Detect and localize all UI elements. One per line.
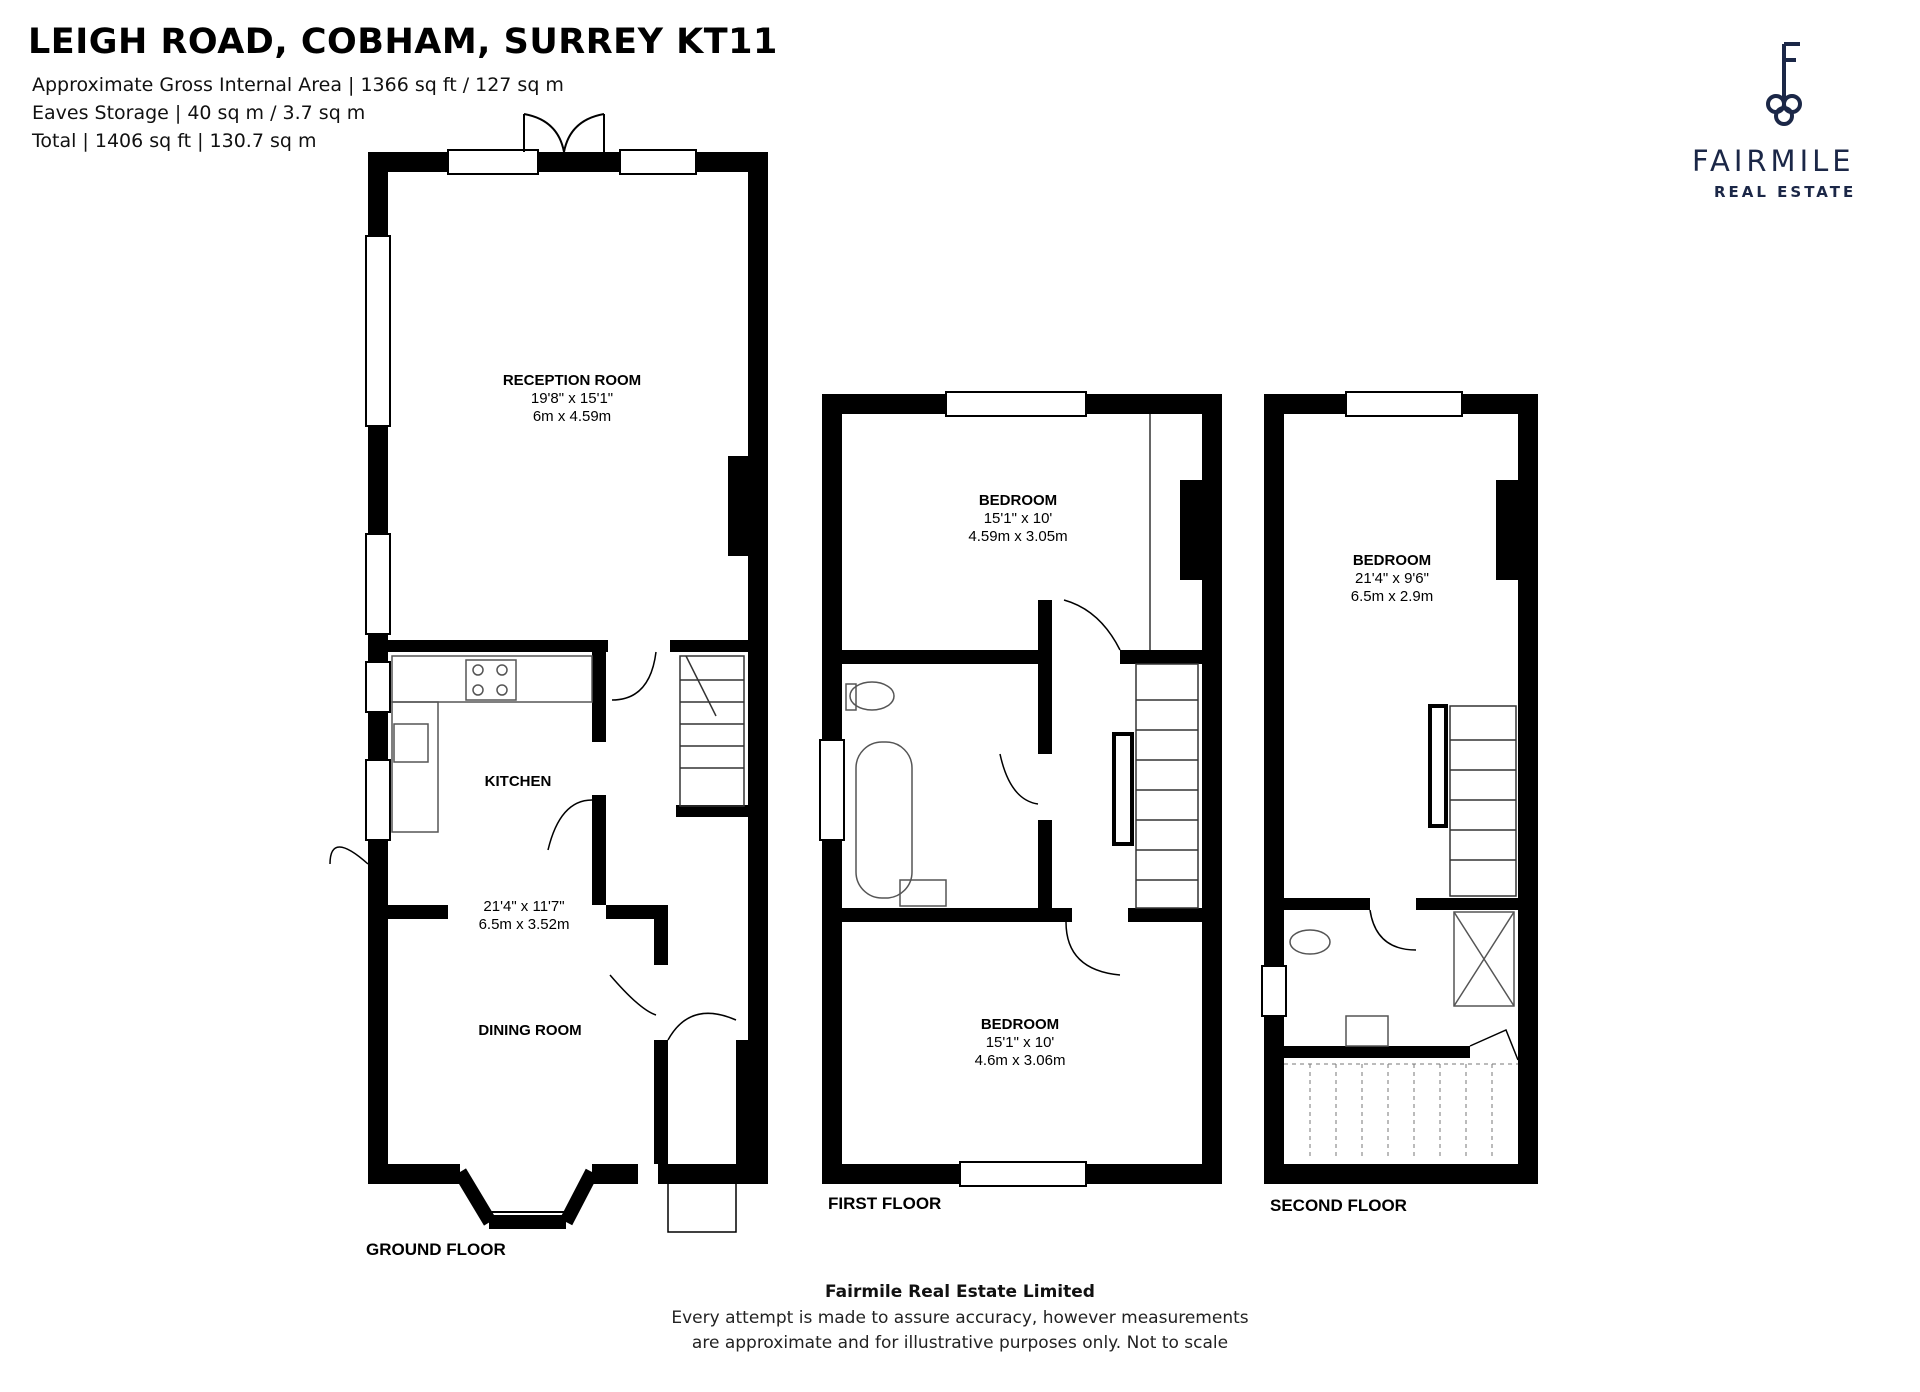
kitchen-label: KITCHEN (485, 773, 552, 791)
dining-room-label: DINING ROOM (478, 1022, 581, 1040)
reception-french-doors (523, 113, 605, 153)
second-bedroom-name: BEDROOM (1352, 552, 1432, 569)
reception-room-imperial: 19'8" x 15'1" (530, 390, 614, 407)
kitchen-dining-dimensions: 21'4" x 11'7" 6.5m x 3.52m (479, 898, 570, 934)
bay-window (453, 1168, 599, 1229)
kitchen-name: KITCHEN (484, 773, 552, 790)
eaves-storage-hatching (1284, 1063, 1518, 1160)
reception-room-label: RECEPTION ROOM 19'8" x 15'1" 6m x 4.59m (503, 372, 641, 426)
eaves-storage-line: Eaves Storage | 40 sq m / 3.7 sq m (32, 102, 366, 124)
footer-disclaimer-line-2: are approximate and for illustrative pur… (691, 1333, 1229, 1353)
second-floor-stairs (1428, 704, 1517, 897)
first-floor-door-swings (999, 599, 1121, 976)
first-floor-plan (819, 391, 1222, 1187)
reception-room-metric: 6m x 4.59m (532, 408, 612, 425)
first-floor-bathroom-fixtures (845, 681, 947, 907)
second-floor-label: SECOND FLOOR (1270, 1196, 1407, 1215)
kitchen-dining-metric: 6.5m x 3.52m (478, 916, 570, 933)
first-bedroom-rear-label: BEDROOM 15'1" x 10' 4.6m x 3.06m (975, 1016, 1066, 1070)
second-floor-door-swings (1369, 909, 1519, 1061)
second-floor-plan (1261, 391, 1538, 1184)
footer-disclaimer-line-1: Every attempt is made to assure accuracy… (671, 1308, 1249, 1328)
first-bedroom-rear-imperial: 15'1" x 10' (985, 1034, 1055, 1051)
second-bedroom-label: BEDROOM 21'4" x 9'6" 6.5m x 2.9m (1351, 552, 1434, 606)
second-floor-shower-room (1289, 911, 1515, 1047)
first-bedroom-rear-metric: 4.6m x 3.06m (974, 1052, 1066, 1069)
ground-floor-windows (365, 149, 697, 1229)
property-title: LEIGH ROAD, COBHAM, SURREY KT11 (28, 22, 778, 62)
brand-name: FAIRMILE (1692, 144, 1855, 178)
first-bedroom-front-label: BEDROOM 15'1" x 10' 4.59m x 3.05m (968, 492, 1067, 546)
brand-subtitle: REAL ESTATE (1714, 183, 1857, 201)
kitchen-fixtures (391, 655, 593, 833)
first-bedroom-front-name: BEDROOM (978, 492, 1058, 509)
ground-floor-walls (368, 152, 768, 1184)
footer-company: Fairmile Real Estate Limited (825, 1282, 1095, 1302)
first-floor-label: FIRST FLOOR (828, 1194, 942, 1213)
reception-room-name: RECEPTION ROOM (502, 372, 642, 389)
ground-floor-plan (329, 113, 768, 1233)
second-bedroom-imperial: 21'4" x 9'6" (1355, 570, 1429, 587)
first-floor-windows (819, 391, 1087, 1187)
dining-room-name: DINING ROOM (478, 1022, 582, 1039)
key-icon (1766, 42, 1802, 126)
ground-floor-label: GROUND FLOOR (366, 1240, 506, 1259)
ground-stairs (679, 655, 745, 807)
first-bedroom-front-imperial: 15'1" x 10' (983, 510, 1053, 527)
first-bedroom-front-metric: 4.59m x 3.05m (968, 528, 1068, 545)
second-floor-chimney (1496, 480, 1518, 580)
first-bedroom-rear-name: BEDROOM (980, 1016, 1060, 1033)
chimney-breast (728, 456, 748, 556)
second-bedroom-metric: 6.5m x 2.9m (1350, 588, 1434, 605)
total-area-line: Total | 1406 sq ft | 130.7 sq m (32, 130, 317, 152)
first-floor-chimney (1180, 480, 1202, 580)
ground-door-swings (329, 651, 737, 1233)
kitchen-dining-imperial: 21'4" x 11'7" (483, 898, 565, 915)
first-floor-stairs (1112, 663, 1199, 909)
gross-area-line: Approximate Gross Internal Area | 1366 s… (32, 74, 564, 96)
second-floor-windows (1261, 391, 1463, 1017)
